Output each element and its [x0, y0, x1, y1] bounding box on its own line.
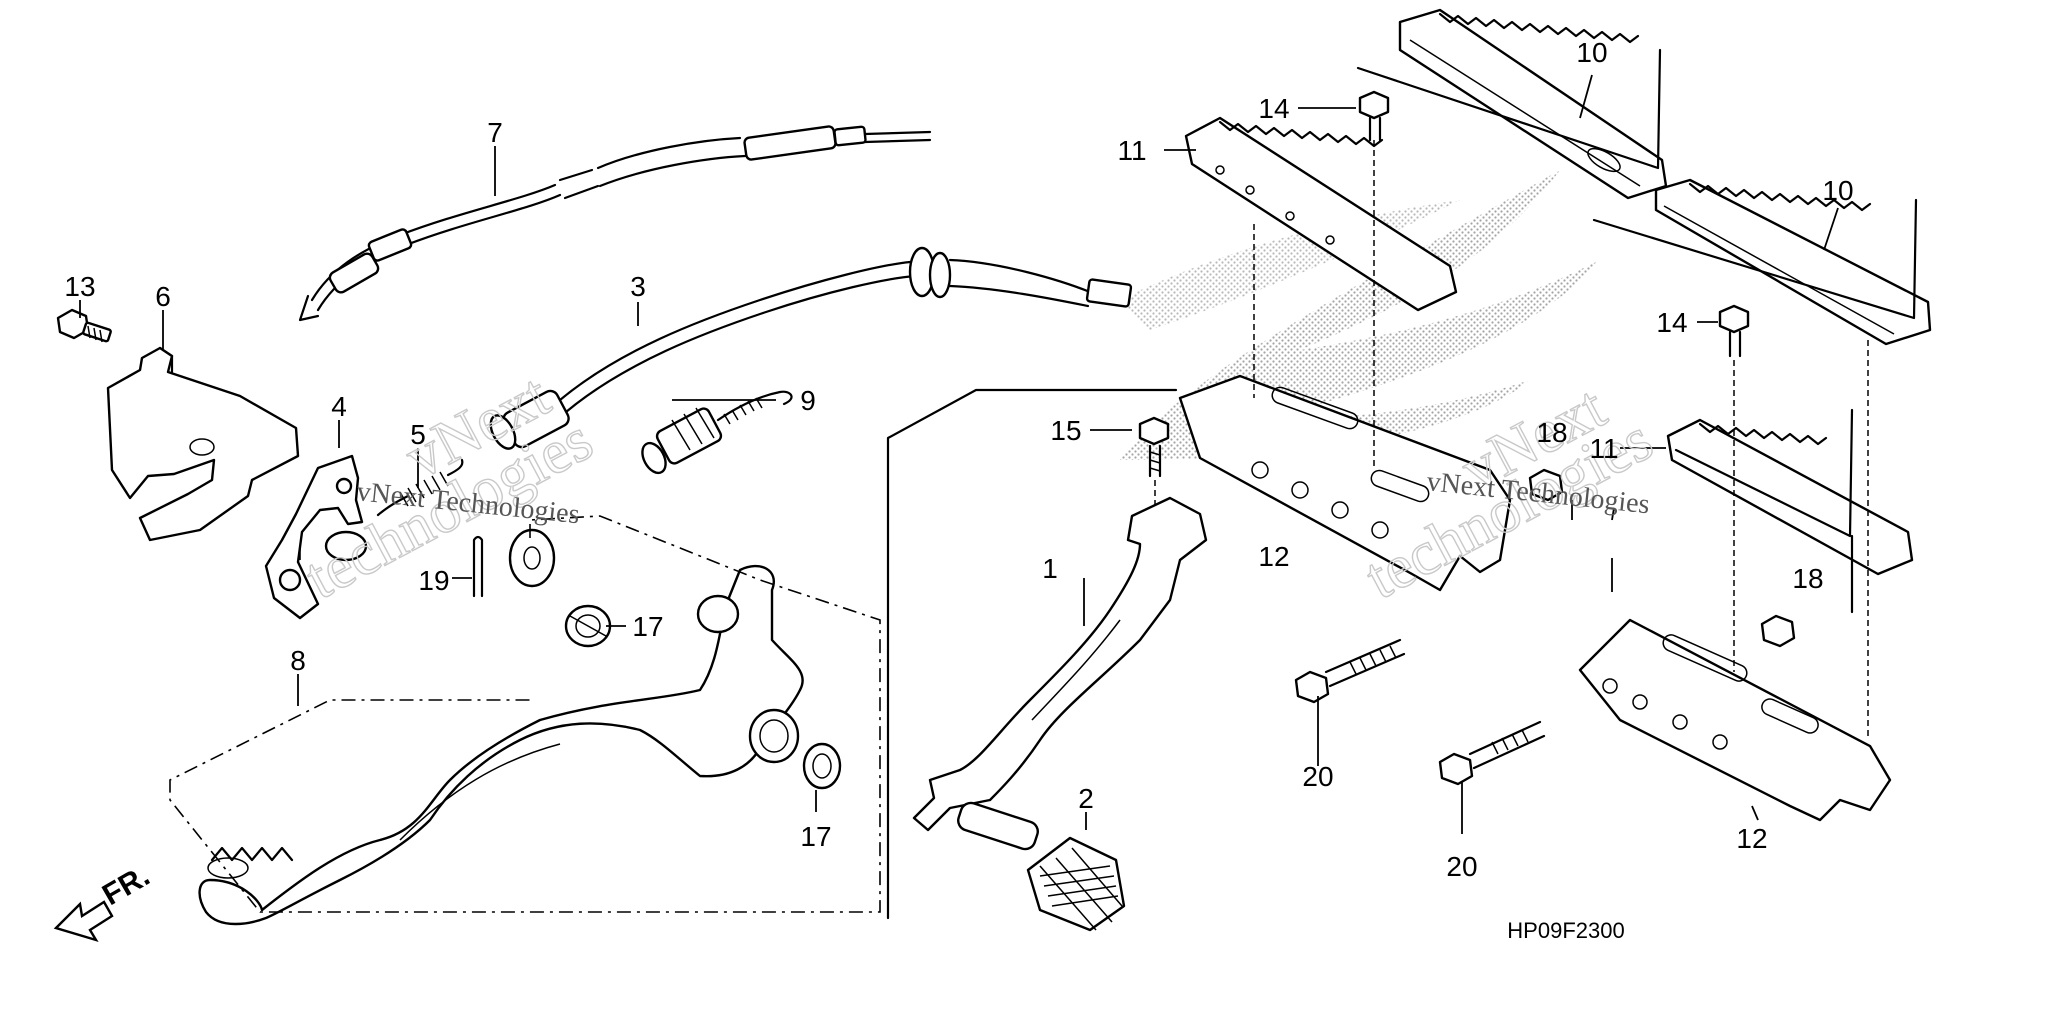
callout-6: 6: [155, 281, 171, 312]
callout-15: 15: [1050, 415, 1081, 446]
step-bracket-part-12-lower: [1578, 618, 1892, 822]
diagram-code: HP09F2300: [1507, 918, 1624, 943]
spring-part-5: [376, 458, 464, 517]
callout-7: 7: [487, 117, 503, 148]
callout-3: 3: [630, 271, 646, 302]
bushing-part-17-lower: [802, 742, 842, 790]
callout-11-lower: 11: [1589, 433, 1618, 464]
group-outlines: [169, 48, 1918, 920]
callout-18-upper: 18: [1536, 417, 1567, 448]
callout-labels: 1 2 3 4 5 6 7 8 9 10 10 11 11 12 12 13 1…: [64, 37, 1853, 882]
nut-part-18-lower: [1760, 614, 1796, 648]
bolt-part-15: [1138, 416, 1170, 478]
callout-8: 8: [290, 645, 306, 676]
callout-10-lower: 10: [1822, 175, 1853, 206]
callout-17-upper: 17: [632, 611, 663, 642]
callout-9: 9: [800, 385, 816, 416]
callout-14-upper: 14: [1258, 93, 1289, 124]
callout-12-upper: 12: [1258, 541, 1289, 572]
bolt-part-20-lower: [1438, 720, 1546, 786]
nut-part-18-upper: [1528, 468, 1564, 502]
front-direction-arrow: FR.: [53, 859, 155, 943]
pedal-rubber-part-2: [1026, 836, 1126, 932]
brake-pedal-part-1: [912, 496, 1208, 851]
bushing-part-17-upper: [564, 604, 612, 648]
callout-14-lower: 14: [1656, 307, 1687, 338]
callout-4: 4: [331, 391, 347, 422]
footrest-part-11-lower: [1666, 418, 1914, 576]
callout-5: 5: [410, 419, 426, 450]
footrest-part-10-lower: [1654, 178, 1932, 346]
callout-20-lower: 20: [1446, 851, 1477, 882]
watermark: technologies vNext vNext Technologies te…: [294, 360, 1664, 613]
callout-2: 2: [1078, 783, 1094, 814]
adjuster-part-9: [641, 390, 793, 475]
bolt-part-14-lower: [1718, 304, 1750, 358]
washer: [508, 528, 556, 588]
callout-20-upper: 20: [1302, 761, 1333, 792]
footrest-part-11-upper: [1184, 116, 1458, 312]
cable-part-7: [298, 125, 932, 322]
callout-12-lower: 12: [1736, 823, 1767, 854]
brake-pedal-part-8: [198, 564, 804, 926]
bolt-part-13: [56, 308, 112, 343]
cable-part-3: [489, 246, 1133, 450]
callout-11-upper: 11: [1117, 135, 1146, 166]
callout-18-lower: 18: [1792, 563, 1823, 594]
callout-19: 19: [418, 565, 449, 596]
bolt-part-14-upper: [1358, 90, 1390, 142]
leader-lines: [79, 74, 1869, 834]
callout-10-upper: 10: [1576, 37, 1607, 68]
callout-13: 13: [64, 271, 95, 302]
step-bracket-part-12-upper: [1178, 374, 1512, 592]
bracket-part-6: [106, 346, 300, 542]
footrest-part-10-upper: [1398, 8, 1668, 200]
bolt-part-20-upper: [1294, 638, 1406, 704]
pin-part-19: [472, 535, 484, 598]
bracket-part-4: [264, 454, 368, 620]
callout-17-lower: 17: [800, 821, 831, 852]
callout-1: 1: [1042, 553, 1058, 584]
